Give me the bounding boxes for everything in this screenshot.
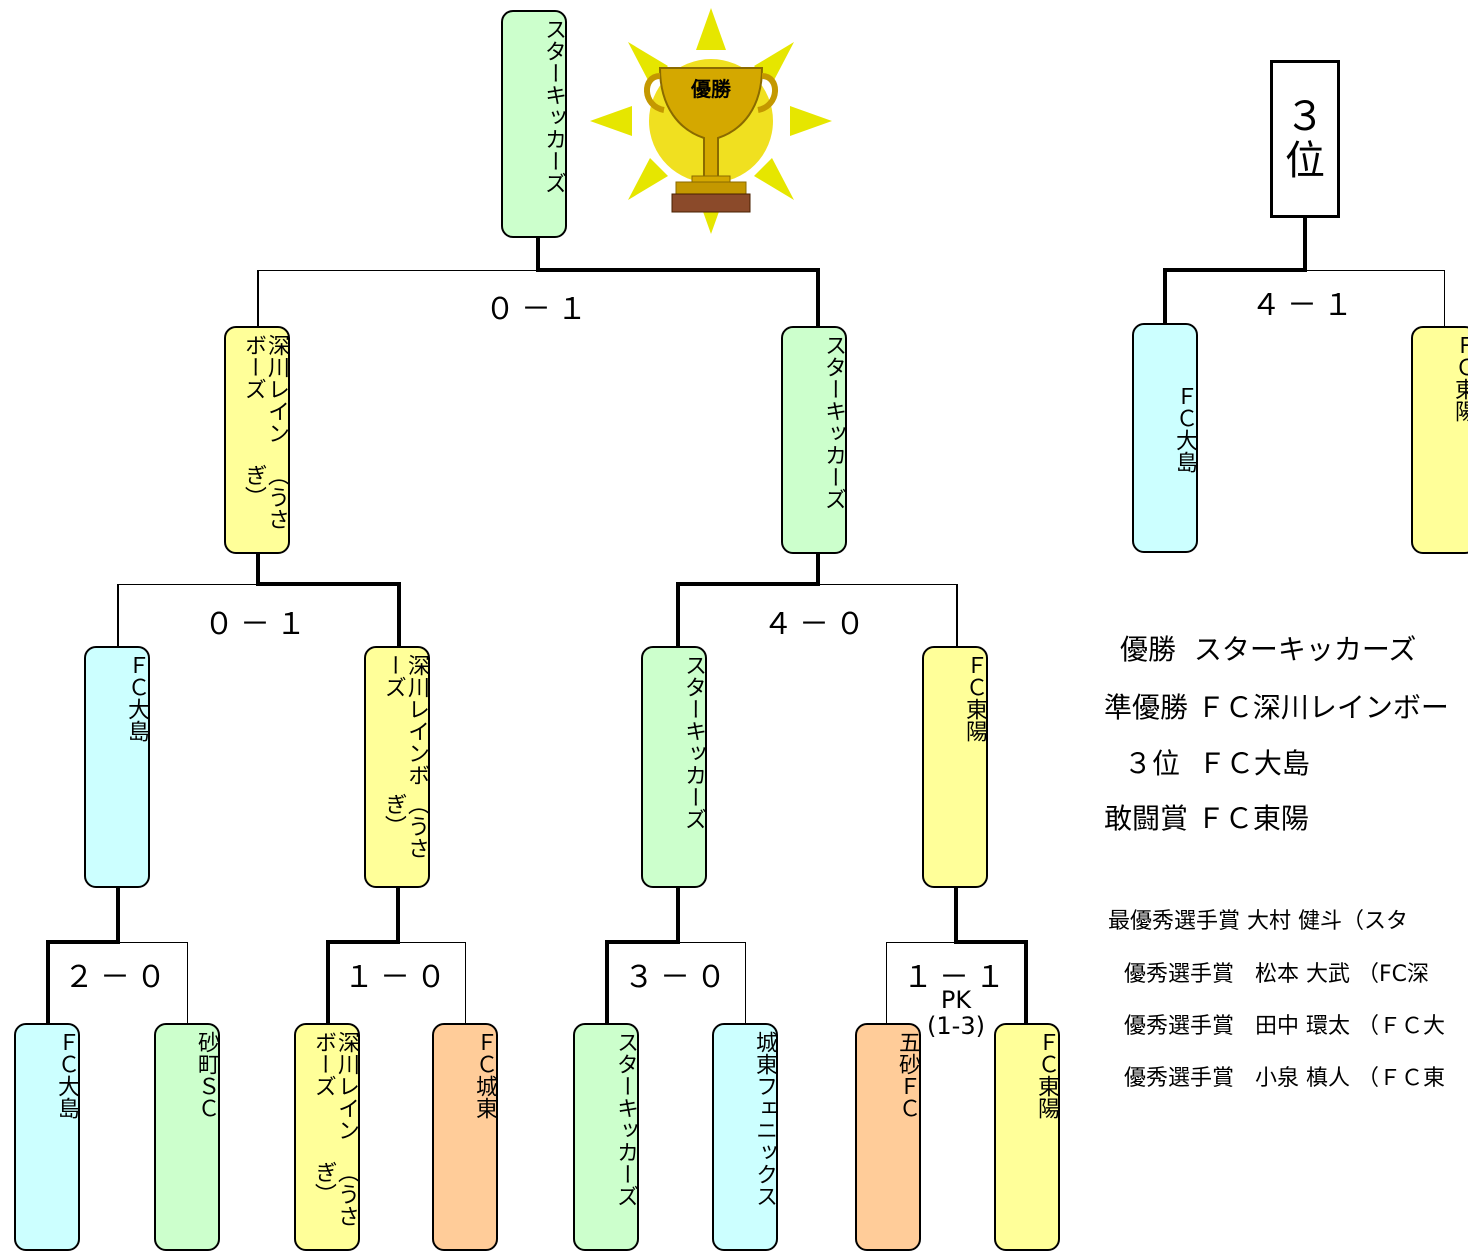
quarterfinal-winner-2: 深川レインボーズ（うさぎ） xyxy=(364,646,430,888)
first-round-team-5: スターキッカーズ xyxy=(573,1023,639,1251)
first-round-team-3: 深川レインボーズ（うさぎ） xyxy=(294,1023,360,1251)
bracket-line xyxy=(745,942,746,1024)
bracket-line xyxy=(326,940,330,1024)
quarterfinal-score-1: ２－０ xyxy=(64,960,172,995)
bracket-line xyxy=(536,268,820,272)
bracket-line xyxy=(954,940,1028,944)
bracket-line xyxy=(676,582,820,586)
first-round-team-2: 砂町ＳＣ xyxy=(154,1023,220,1251)
semifinal-winner-right: スターキッカーズ xyxy=(781,326,847,554)
trophy-label: 優勝 xyxy=(690,77,732,101)
bracket-line xyxy=(258,270,538,271)
bracket-line xyxy=(676,582,680,646)
bracket-line xyxy=(256,582,401,586)
bracket-line xyxy=(1305,270,1445,271)
bracket-line xyxy=(187,942,188,1024)
semifinal-score-left: ０－１ xyxy=(204,607,312,642)
bracket-line xyxy=(676,887,680,943)
bracket-line xyxy=(818,584,958,585)
third-place-title-num: ３ xyxy=(1285,94,1325,140)
bracket-line xyxy=(1163,268,1307,272)
quarterfinal-winner-1: ＦＣ大島 xyxy=(84,646,150,888)
third-place-team-right: ＦＣ東陽 xyxy=(1411,326,1468,554)
bracket-line xyxy=(118,942,188,943)
bracket-line xyxy=(256,553,260,586)
bracket-line xyxy=(116,887,120,943)
bracket-line xyxy=(816,553,820,586)
final-score: ０－１ xyxy=(485,292,593,327)
quarterfinal-score-4: １－１ xyxy=(903,960,1011,995)
quarterfinal-winner-3: スターキッカーズ xyxy=(641,646,707,888)
bracket-line xyxy=(46,940,120,944)
bracket-line xyxy=(117,584,119,646)
bracket-line xyxy=(1163,268,1167,324)
bracket-line xyxy=(536,238,540,271)
bracket-line xyxy=(816,268,820,326)
bracket-line xyxy=(954,887,958,943)
first-round-team-6: 城東フェニックス xyxy=(712,1023,778,1251)
semifinal-score-right: ４－０ xyxy=(763,607,871,642)
third-place-title-char: 位 xyxy=(1285,138,1325,184)
third-place-team-left: ＦＣ大島 xyxy=(1132,323,1198,553)
bracket-line xyxy=(465,942,466,1024)
third-place-score: ４－１ xyxy=(1251,288,1359,323)
quarterfinal-winner-4: ＦＣ東陽 xyxy=(922,646,988,888)
bracket-line xyxy=(396,887,400,943)
bracket-line xyxy=(605,940,609,1024)
bracket-line xyxy=(326,940,400,944)
third-place-title: ３ 位 xyxy=(1270,60,1340,218)
bracket-line xyxy=(398,942,466,943)
semifinal-winner-left: 深川レインボーズ（うさぎ） xyxy=(224,326,290,554)
award-excellent-3: 優秀選手賞 小泉 槙人 （ＦＣ東 xyxy=(1124,1066,1446,1091)
result-fighting-spirit: 敢闘賞 ＦＣ東陽 xyxy=(1104,802,1309,835)
first-round-team-7: 五砂ＦＣ xyxy=(855,1023,921,1251)
bracket-line xyxy=(886,942,887,1024)
award-excellent-1: 優秀選手賞 松本 大武 （FC深 xyxy=(1124,962,1430,987)
bracket-line xyxy=(397,582,401,646)
bracket-line xyxy=(257,270,259,326)
bracket-line xyxy=(605,940,680,944)
quarterfinal-score-2: １－０ xyxy=(344,960,452,995)
result-third: ３位 ＦＣ大島 xyxy=(1124,747,1310,780)
quarterfinal-score-3: ３－０ xyxy=(624,960,732,995)
award-excellent-2: 優秀選手賞 田中 環太 （ＦＣ大 xyxy=(1124,1014,1446,1039)
result-champion: 優勝 スターキッカーズ xyxy=(1120,633,1417,666)
trophy-icon: 優勝 xyxy=(590,8,832,234)
bracket-line xyxy=(1024,940,1028,1024)
pk-label: PK xyxy=(940,986,972,1014)
bracket-line xyxy=(886,942,956,943)
champion-box: スターキッカーズ xyxy=(501,10,567,238)
result-runner-up: 準優勝 ＦＣ深川レインボー xyxy=(1104,691,1449,724)
pk-score: (1-3) xyxy=(927,1012,985,1040)
first-round-team-4: ＦＣ城東 xyxy=(432,1023,498,1251)
bracket-line xyxy=(46,940,50,1024)
bracket-line xyxy=(1303,218,1307,272)
award-mvp: 最優秀選手賞 大村 健斗（スタ xyxy=(1108,909,1409,934)
first-round-team-8: ＦＣ東陽 xyxy=(994,1023,1060,1251)
first-round-team-1: ＦＣ大島 xyxy=(14,1023,80,1251)
bracket-line xyxy=(956,584,958,646)
bracket-line xyxy=(678,942,746,943)
bracket-line xyxy=(1444,270,1445,328)
bracket-line xyxy=(118,584,258,585)
